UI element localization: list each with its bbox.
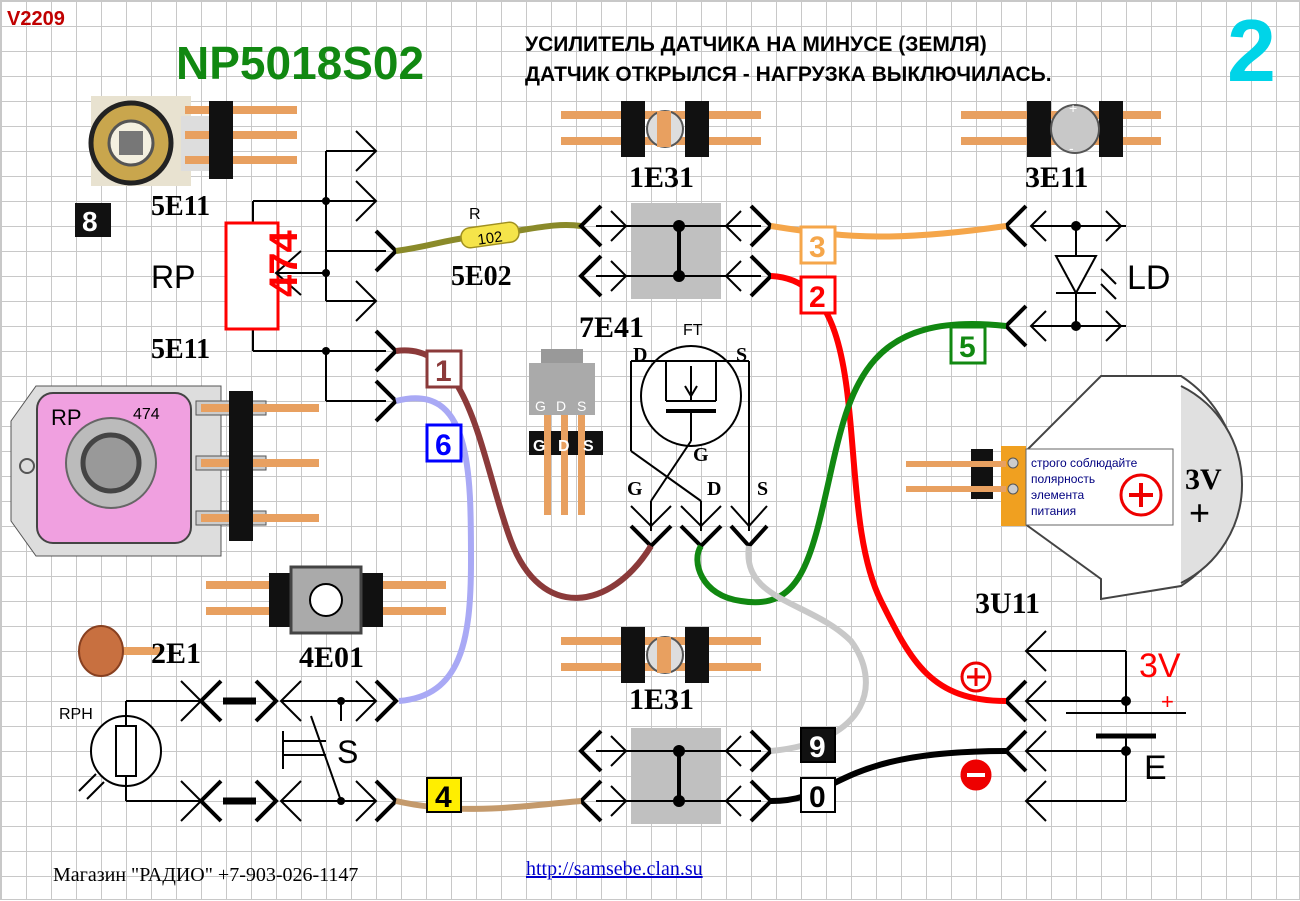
wire-4 [395, 798, 582, 812]
wire-tag-9: 9 [800, 727, 836, 764]
trimmer-badge [75, 203, 111, 237]
fet-term-g: G [627, 478, 643, 500]
switch-icon [206, 565, 446, 635]
fet-pin-g-light: G [535, 398, 546, 414]
fet-term-d: D [707, 478, 721, 500]
polarity-note-line-4: питания [1031, 504, 1076, 518]
jumper-bottom-icon [561, 627, 761, 683]
site-link[interactable]: http://samsebe.clan.su [526, 858, 703, 880]
wire-tag-0: 0 [800, 777, 836, 814]
svg-text:+: + [1069, 100, 1077, 116]
title-line-1: УСИЛИТЕЛЬ ДАТЧИКА НА МИНУСЕ (ЗЕМЛЯ) [525, 33, 987, 56]
rp-value: 474 [262, 230, 306, 297]
ldr-id: 2E1 [151, 637, 201, 670]
resistor-code: 102 [476, 228, 503, 248]
resistor-5e02-icon [460, 221, 520, 249]
shop-contact: Магазин "РАДИО" +7-903-026-1147 [53, 864, 358, 886]
polarity-note-line-2: полярность [1031, 472, 1095, 486]
svg-text:-: - [1069, 140, 1074, 156]
svg-text:3: 3 [809, 231, 826, 264]
battery-label: E [1144, 749, 1167, 787]
battery-plus-mark: + [1161, 689, 1174, 714]
title-line-2: ДАТЧИК ОТКРЫЛСЯ - НАГРУЗКА ВЫКЛЮЧИЛАСЬ. [525, 63, 1052, 86]
rp-resistor-symbol [224, 130, 386, 402]
minus-terminal-icon [960, 759, 992, 791]
rph-switch-schematic [78, 679, 399, 823]
rp-top-id: 5E11 [151, 191, 210, 222]
trimmer-pins [185, 101, 297, 179]
version-label: V2209 [7, 8, 65, 30]
led-symbol [1003, 204, 1126, 348]
svg-text:6: 6 [435, 429, 452, 462]
fet-symbol-d: D [633, 344, 647, 366]
fet-pin-s: S [583, 438, 594, 455]
photoresistor-icon [78, 625, 161, 677]
fet-pin-s-light: S [577, 398, 586, 414]
fet-symbol-s: S [736, 344, 747, 366]
switch-id: 4E01 [299, 641, 364, 674]
mosfet-package-icon [529, 349, 603, 515]
polarity-note-line-1: строго соблюдайте [1031, 456, 1138, 470]
wire-tag-1: 1 [425, 349, 463, 389]
jumper-bottom-id: 1E31 [629, 683, 694, 716]
rph-label: RPH [59, 706, 93, 723]
fet-symbol-g: G [693, 444, 709, 466]
battery-holder-icon [906, 375, 1244, 601]
model-title: NP5018S02 [176, 37, 424, 89]
wire-2 [770, 273, 1007, 704]
fet-term-s: S [757, 478, 768, 500]
fet-pin-d-light: D [556, 398, 566, 414]
rp-label: RP [151, 259, 195, 295]
battery-schematic [1003, 630, 1186, 822]
led-id: 3E11 [1025, 161, 1088, 194]
jumper-bottom-block [578, 728, 774, 824]
plus-terminal-icon [960, 661, 992, 693]
wire-tag-2: 2 [799, 275, 837, 315]
fet-id: 7E41 [579, 311, 644, 344]
jumper-top-id: 1E31 [629, 161, 694, 194]
fet-label: FT [683, 322, 703, 339]
led-icon: + - [961, 100, 1161, 157]
wire-tag-4: 4 [426, 777, 462, 814]
svg-text:9: 9 [809, 731, 826, 764]
resistor-id: 5E02 [451, 261, 512, 292]
battery-voltage: 3V [1139, 647, 1181, 685]
wire-tag-6: 6 [425, 423, 463, 463]
switch-label: S [337, 734, 358, 770]
wire-0 [770, 748, 1007, 804]
jumper-top-block [578, 203, 774, 299]
battery-holder-id: 3U11 [975, 587, 1040, 620]
svg-text:2: 2 [809, 281, 826, 314]
pot-value: 474 [133, 406, 160, 423]
svg-text:1: 1 [435, 355, 452, 388]
fet-pin-d: D [558, 438, 570, 455]
jumper-top-icon [561, 101, 761, 157]
svg-text:0: 0 [809, 781, 826, 814]
wire-tag-3: 3 [799, 225, 837, 265]
wire-9 [745, 545, 869, 754]
resistor-lead-right [515, 221, 582, 234]
svg-text:5: 5 [959, 331, 976, 364]
rp-bottom-id: 5E11 [151, 334, 210, 365]
wire-tag-5: 5 [949, 325, 987, 365]
wire-6 [395, 395, 475, 704]
resistor-lead-left [395, 234, 472, 254]
wire-5 [694, 321, 1007, 606]
potentiometer-icon [10, 385, 319, 557]
rp-socket-chevrons [374, 229, 399, 423]
trimmer-badge-text: 8 [82, 206, 98, 237]
fet-pin-g: G [533, 438, 545, 455]
holder-voltage: 3V [1185, 463, 1222, 496]
polarity-note-line-3: элемента [1031, 488, 1084, 502]
led-label: LD [1127, 259, 1170, 297]
pot-label: RP [51, 405, 82, 430]
holder-plus: + [1189, 492, 1210, 533]
resistor-letter: R [469, 206, 481, 223]
svg-text:4: 4 [435, 781, 452, 814]
page-number: 2 [1227, 1, 1276, 100]
